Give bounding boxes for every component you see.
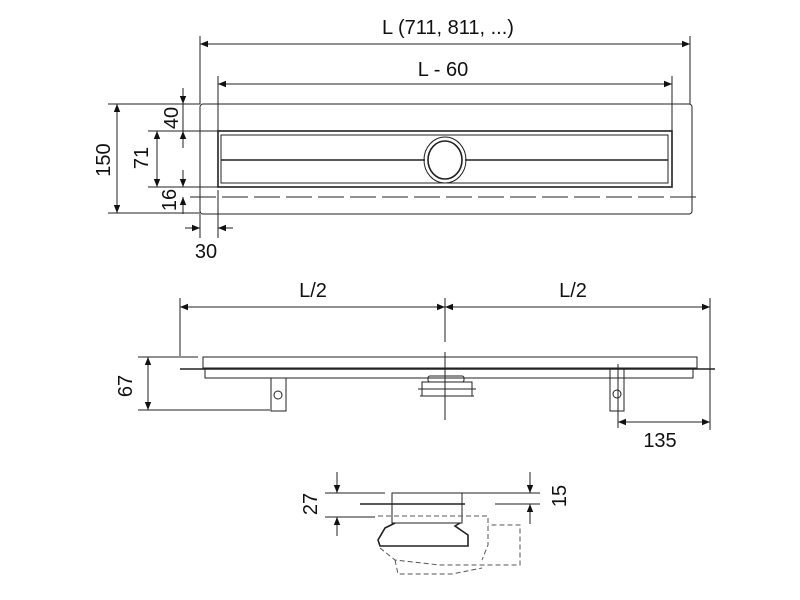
drain-channel bbox=[217, 130, 673, 188]
outlet-body bbox=[377, 522, 469, 547]
top-view: L (711, 811, ...) L - 60 150 40 71 16 3 bbox=[93, 17, 698, 263]
length-label: L (711, 811, ...) bbox=[382, 17, 514, 39]
bottom-margin-label: 16 bbox=[159, 189, 181, 211]
bracket-offset-label: 135 bbox=[643, 430, 676, 452]
top-margin-label: 40 bbox=[161, 107, 183, 129]
height-label: 67 bbox=[115, 375, 137, 397]
drain-frame-outline bbox=[199, 103, 693, 215]
half-length-right-label: L/2 bbox=[559, 280, 587, 302]
section-view: 27 15 bbox=[300, 472, 571, 575]
side-view: L/2 L/2 67 135 bbox=[115, 280, 715, 452]
outlet-profile bbox=[418, 375, 476, 397]
section-top-height-label: 15 bbox=[549, 485, 571, 507]
hidden-outline bbox=[378, 515, 521, 575]
inner-length-label: L - 60 bbox=[418, 59, 468, 81]
channel-width-label: 71 bbox=[131, 147, 153, 169]
half-length-left-label: L/2 bbox=[299, 280, 327, 302]
side-margin-label: 30 bbox=[195, 241, 217, 263]
outlet-neck bbox=[391, 492, 463, 524]
section-total-height-label: 27 bbox=[300, 493, 322, 515]
outlet-ring bbox=[423, 136, 467, 184]
drain-cover-profile bbox=[202, 356, 698, 369]
width-label: 150 bbox=[93, 143, 115, 176]
drain-channel-profile bbox=[204, 368, 694, 379]
right-bracket bbox=[609, 364, 625, 428]
left-bracket bbox=[270, 377, 287, 412]
